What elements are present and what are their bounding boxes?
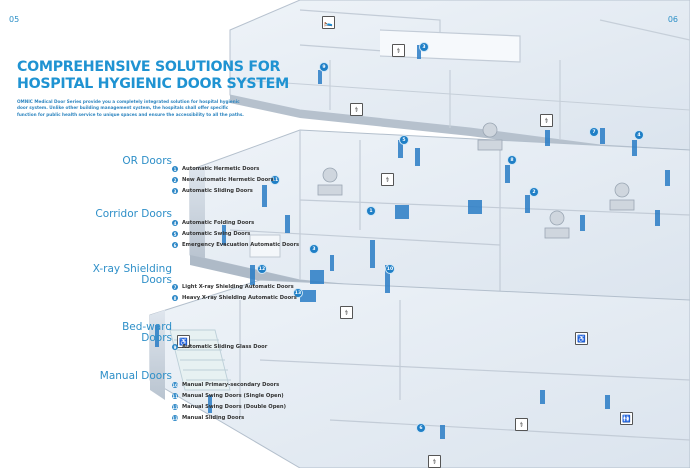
legend-item: 4 Automatic Folding Doors [172,220,254,226]
legend-number-badge: 8 [172,295,178,301]
legend-number-badge: 13 [172,415,178,421]
doctor-sign-icon: ⚕ [340,306,353,319]
legend-item-label: Heavy X-ray Shielding Automatic Doors [182,295,297,301]
category-bedward-doors: Bed-ward Doors [122,322,172,344]
legend-number-badge: 9 [172,344,178,350]
door-marker-badge[interactable]: 2 [530,188,538,196]
doctor-sign-icon: ⚕ [350,103,363,116]
legend-item-label: Light X-ray Shielding Automatic Doors [182,284,294,290]
legend-item: 13 Manual Sliding Doors [172,415,244,421]
legend-item-label: Automatic Hermetic Doors [182,166,260,172]
page-title-line: COMPREHENSIVE SOLUTIONS FOR [17,59,281,75]
legend-number-badge: 5 [172,231,178,237]
door-marker-badge[interactable]: 7 [590,128,598,136]
doctor-sign-icon: ⚕ [540,114,553,127]
doctor-sign-icon: ⚕ [392,44,405,57]
legend-item-label: Emergency Evacuation Automatic Doors [182,242,300,248]
legend-number-badge: 3 [172,188,178,194]
legend-item-label: Automatic Sliding Glass Door [182,344,268,350]
legend-item: 11 Manual Swing Doors (Single Open) [172,393,284,399]
legend-item-label: Automatic Swing Doors [182,231,251,237]
restroom-sign-icon: 🚻 [620,412,633,425]
legend-categories: OR Doors Corridor Doors X-ray Shielding … [0,0,172,468]
legend-item-label: Manual Swing Doors (Single Open) [182,393,284,399]
legend-item-label: Automatic Sliding Doors [182,188,253,194]
legend-number-badge: 11 [172,393,178,399]
door-marker-badge[interactable]: 12 [258,265,266,273]
category-name-line: X-ray Shielding [92,263,172,275]
legend-number-badge: 2 [172,177,178,183]
door-marker-badge[interactable]: 11 [271,176,279,184]
door-marker-badge[interactable]: 3 [420,43,428,51]
stair-sign-icon: ♿ [177,335,190,348]
legend-number-badge: 10 [172,382,178,388]
page-number-right: 06 [667,15,678,24]
legend-item: 1 Automatic Hermetic Doors [172,166,259,172]
category-manual-doors: Manual Doors [99,370,172,382]
legend-item-label: Manual Sliding Doors [182,415,245,421]
legend-number-badge: 6 [172,242,178,248]
legend-item: 12 Manual Swing Doors (Double Open) [172,404,286,410]
category-corridor-doors: Corridor Doors [95,208,172,220]
legend-item-label: Manual Primary-secondary Doors [182,382,280,388]
door-marker-badge[interactable]: 1 [367,207,375,215]
category-name-line: Bed-ward [122,321,172,333]
door-marker-badge[interactable]: 6 [417,424,425,432]
door-marker-badge[interactable]: 5 [400,136,408,144]
bed-sign-icon: 🛌 [322,16,335,29]
legend-item-label: Automatic Folding Doors [182,220,255,226]
legend-item: 3 Automatic Sliding Doors [172,188,253,194]
legend-item: 2 New Automatic Hermetic Doors [172,177,274,183]
doctor-sign-icon: ⚕ [428,455,441,468]
door-marker-badge[interactable]: 9 [320,63,328,71]
legend-number-badge: 4 [172,220,178,226]
legend-item: 7 Light X-ray Shielding Automatic Doors [172,284,294,290]
legend-item: 10 Manual Primary-secondary Doors [172,382,279,388]
category-name-line: Doors [141,274,172,286]
legend-item: 6 Emergency Evacuation Automatic Doors [172,242,299,248]
page-number-left: 05 [9,15,20,24]
door-marker-badge[interactable]: 8 [508,156,516,164]
door-marker-badge[interactable]: 4 [635,131,643,139]
category-or-doors: OR Doors [122,155,172,167]
legend-number-badge: 12 [172,404,178,410]
category-name-line: Doors [141,332,172,344]
door-marker-badge[interactable]: 3 [310,245,318,253]
intro-paragraph: OMNIC Medical Door Series provide you a … [17,99,244,117]
legend-item: 8 Heavy X-ray Shielding Automatic Doors [172,295,297,301]
legend-number-badge: 7 [172,284,178,290]
doctor-sign-icon: ⚕ [381,173,394,186]
page-title-line: HOSPITAL HYGIENIC DOOR SYSTEM [17,76,289,92]
legend-item: 5 Automatic Swing Doors [172,231,250,237]
category-xray-doors: X-ray Shielding Doors [93,264,172,286]
accessible-sign-icon: ♿ [575,332,588,345]
legend-item-label: Manual Swing Doors (Double Open) [182,404,286,410]
legend-item: 9 Automatic Sliding Glass Door [172,344,267,350]
legend-item-label: New Automatic Hermetic Doors [182,177,274,183]
door-marker-badge[interactable]: 13 [294,289,302,297]
page-title: COMPREHENSIVE SOLUTIONS FOR HOSPITAL HYG… [17,59,289,93]
door-marker-badge[interactable]: 10 [386,265,394,273]
doctor-sign-icon: ⚕ [515,418,528,431]
legend-number-badge: 1 [172,166,178,172]
